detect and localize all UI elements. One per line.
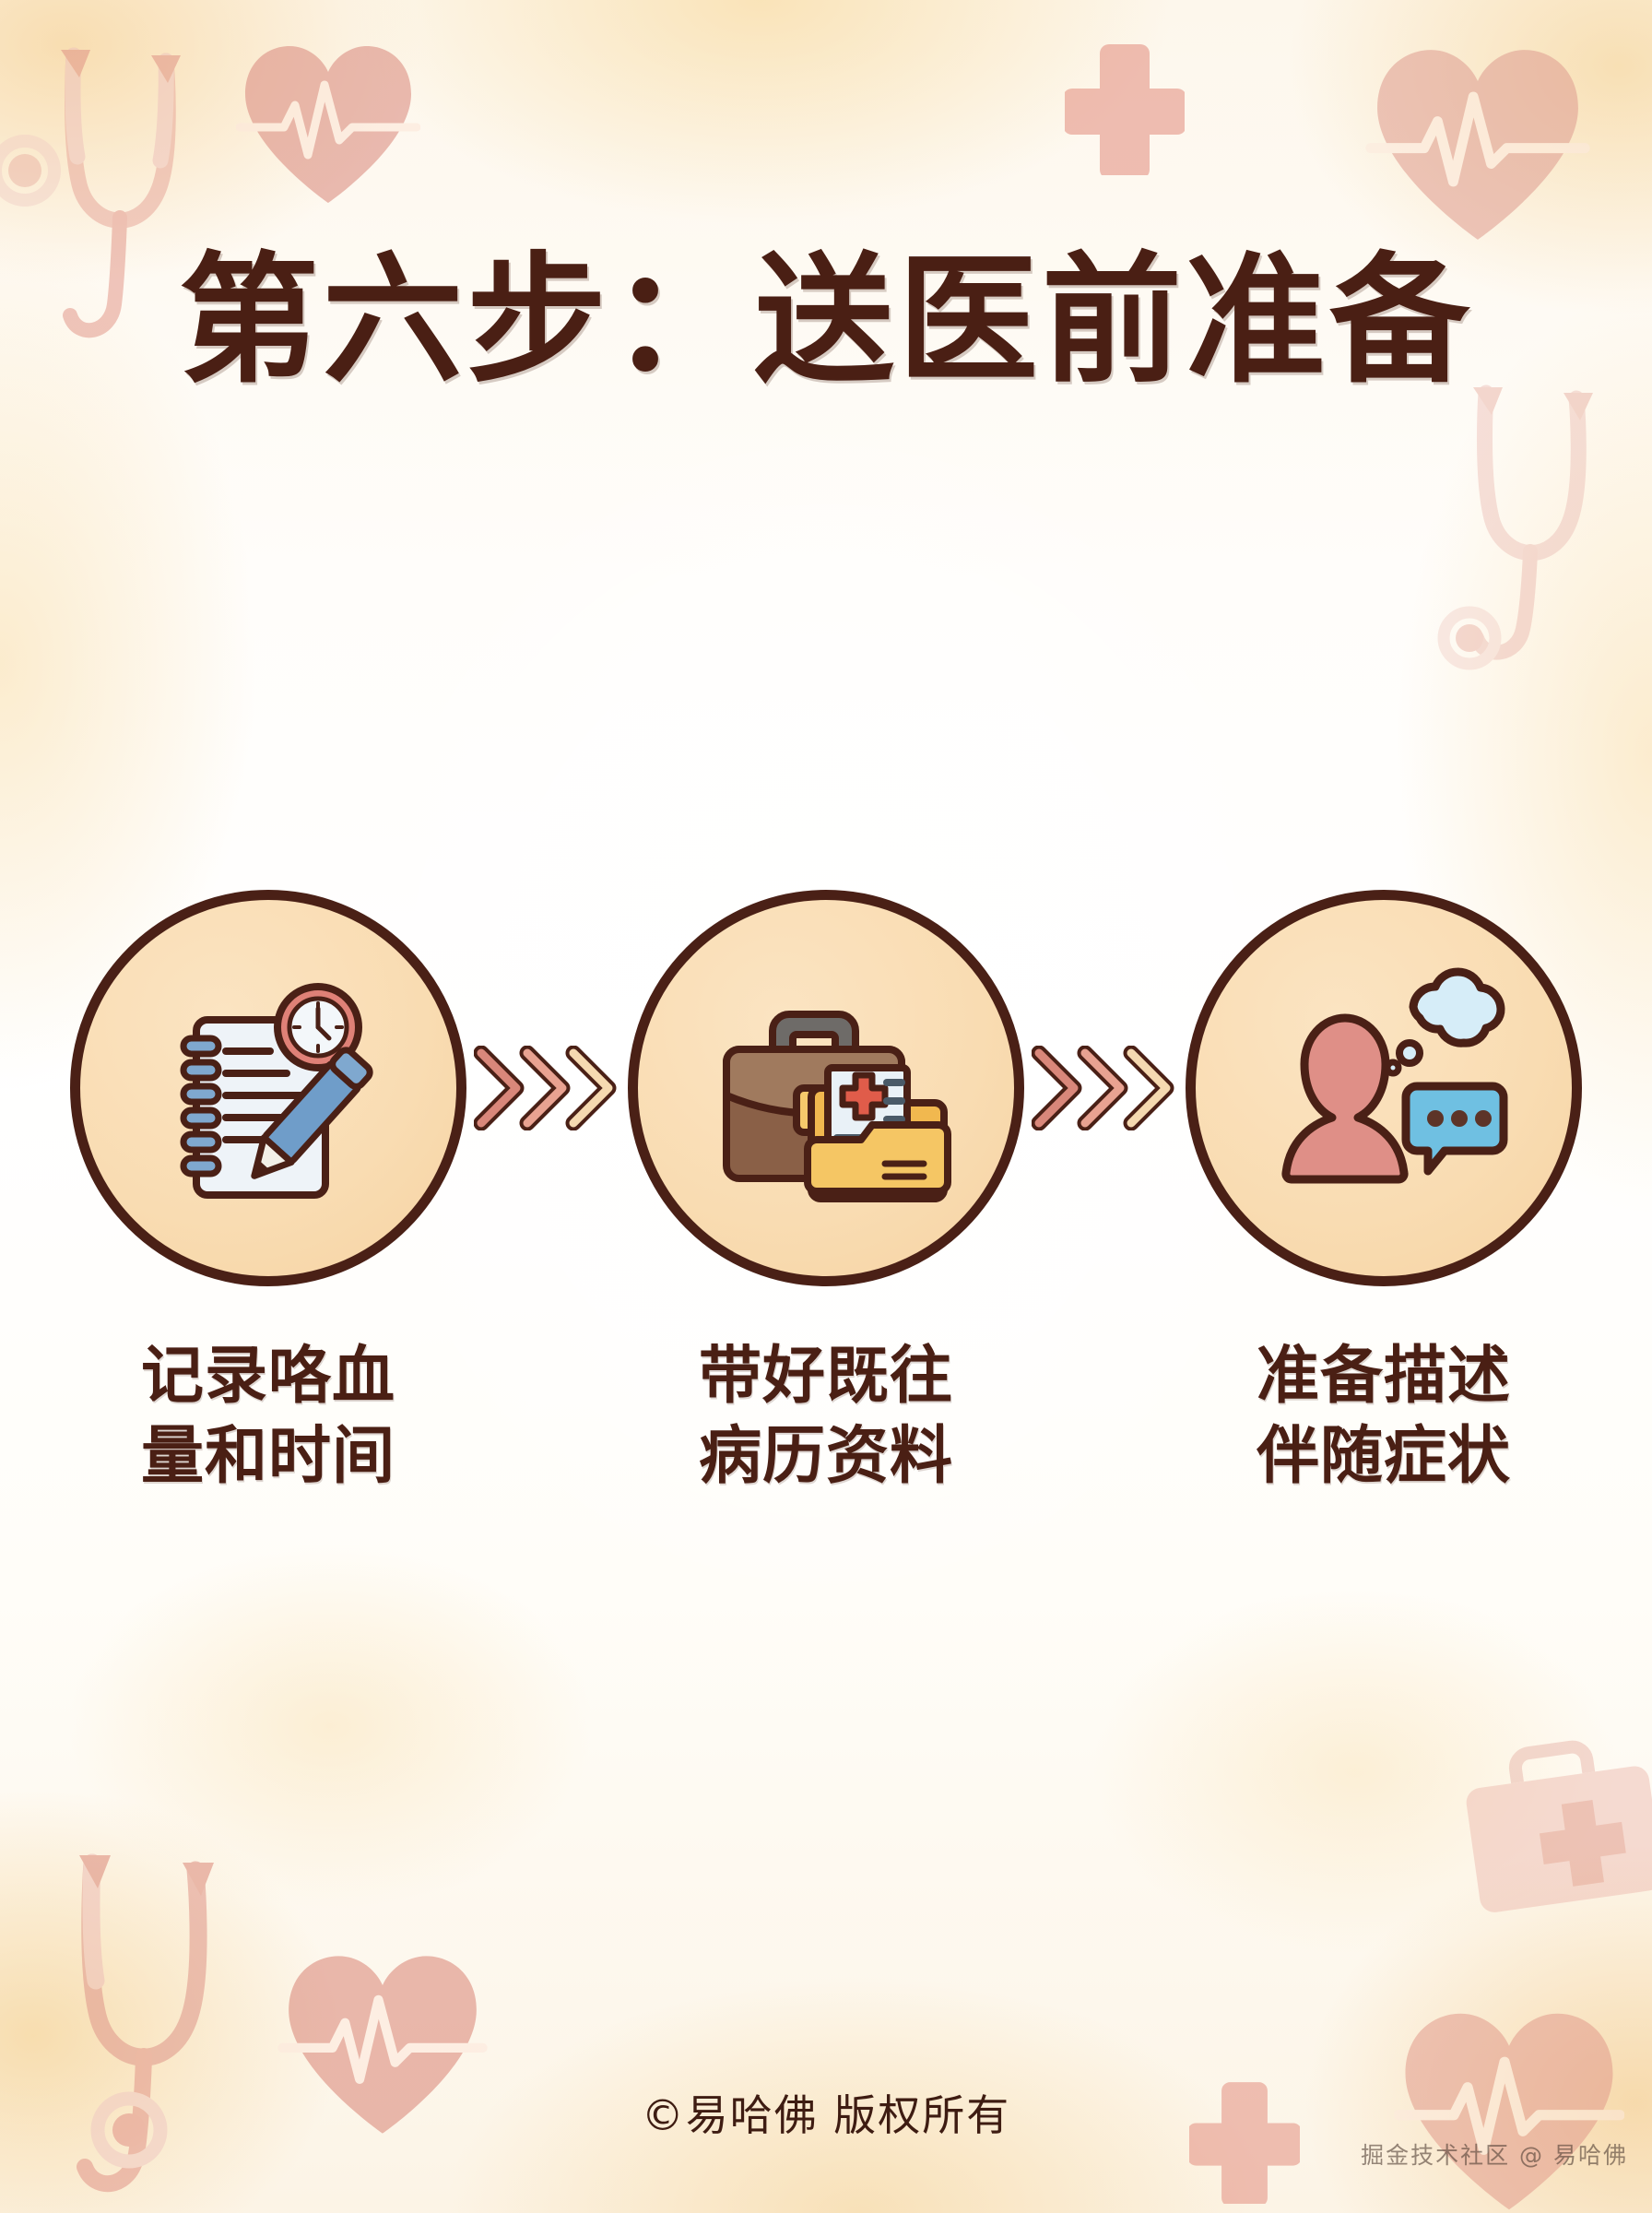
- step-2-label: 带好既往 病历资料: [698, 1340, 953, 1494]
- person-thought-speech-icon: [1281, 967, 1508, 1184]
- step-item-3[interactable]: 准备描述 伴随症状: [1186, 890, 1582, 1497]
- step-3-circle[interactable]: [1186, 890, 1582, 1286]
- notebook-clock-pencil-icon: [180, 983, 373, 1199]
- page-title-container: 第六步：送医前准备: [0, 247, 1652, 395]
- step-3-label: 准备描述 伴随症状: [1256, 1340, 1511, 1494]
- copyright-footer: ©易哈佛 版权所有: [641, 2090, 1011, 2140]
- step-item-1[interactable]: 记录咯血 量和时间: [70, 890, 466, 1497]
- step-1-circle[interactable]: [70, 890, 466, 1286]
- steps-row: 记录咯血 量和时间: [0, 890, 1652, 1497]
- step-item-2[interactable]: 带好既往 病历资料: [628, 890, 1024, 1497]
- watermark-text: 掘金技术社区 @ 易哈佛: [1361, 2142, 1628, 2169]
- page-title: 第六步：送医前准备: [179, 239, 1473, 402]
- briefcase-medical-folder-icon: [723, 1011, 951, 1202]
- chevron-arrow-group-1: [466, 890, 628, 1286]
- step-1-label: 记录咯血 量和时间: [140, 1340, 395, 1494]
- chevron-arrow-group-2: [1024, 890, 1186, 1286]
- step-2-circle[interactable]: [628, 890, 1024, 1286]
